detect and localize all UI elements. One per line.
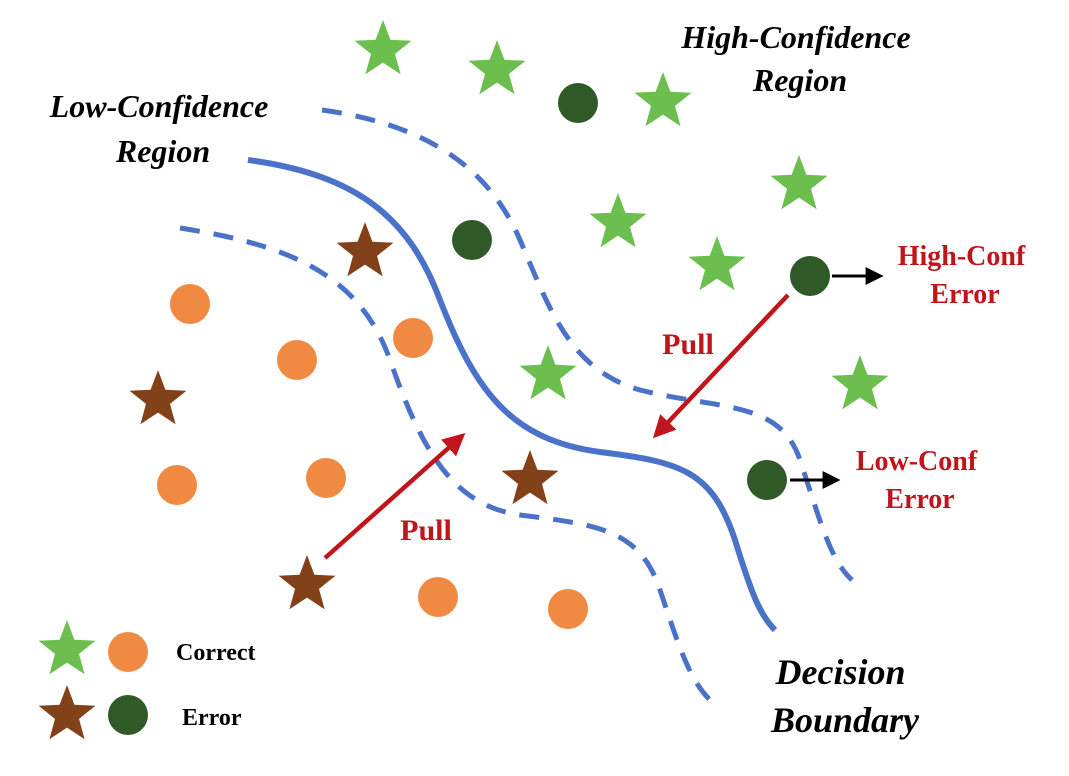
low-conf-error-line1: Low-Conf [856,446,978,477]
decision-boundary-line2: Boundary [770,700,920,740]
green-star-correct [589,193,647,248]
high-conf-error-line1: High-Conf [898,241,1026,272]
legend: Correct Error [38,620,256,740]
brown-star-error [501,450,559,505]
low-conf-error-line2: Error [885,484,954,515]
orange-circle-correct [393,318,433,358]
dark-green-circle-error [558,83,598,123]
low-confidence-region-label: Low-Confidence Region [49,88,277,169]
lower-confidence-contour [179,225,712,702]
high-confidence-region-line2: Region [752,62,847,98]
green-star-correct [354,20,412,75]
high-confidence-region-line1: High-Confidence [680,19,910,55]
brown-star-error [336,222,394,277]
dark-green-circle-error [747,460,787,500]
legend-markers [38,620,148,740]
high-conf-error-line2: Error [930,279,999,310]
legend-brown-star [38,685,96,740]
pull-arrow-upper [652,293,790,439]
pull-label-upper: Pull [662,328,714,361]
orange-circle-correct [306,458,346,498]
low-confidence-region-line2: Region [115,133,210,169]
legend-orange-circle [108,632,148,672]
low-confidence-region-line1: Low-Confidence [49,88,269,124]
decision-boundary-line1: Decision [775,652,906,692]
green-star-correct [634,72,692,127]
orange-circle-correct [157,465,197,505]
legend-green-star [38,620,96,675]
green-star-correct [770,155,828,210]
dark-green-circle-error [452,220,492,260]
high-confidence-region-label: High-Confidence Region [680,19,918,98]
orange-circle-correct [418,577,458,617]
brown-star-error [129,370,187,425]
markers-layer [129,20,889,629]
pull-arrow-lower [323,433,466,560]
legend-correct-label: Correct [176,640,256,666]
pull-label-lower: Pull [400,514,452,547]
decision-boundary-label: Decision Boundary [770,652,920,740]
orange-circle-correct [277,340,317,380]
orange-circle-correct [170,284,210,324]
green-star-correct [831,355,889,410]
orange-circle-correct [548,589,588,629]
legend-dark-green-circle [108,695,148,735]
decision-boundary-line [247,157,778,633]
legend-error-label: Error [182,705,242,731]
low-conf-error-label: Low-Conf Error [856,446,984,515]
dark-green-circle-error [790,256,830,296]
upper-confidence-contour [321,107,854,582]
high-conf-error-label: High-Conf Error [898,241,1033,310]
green-star-correct [519,345,577,400]
green-star-correct [688,236,746,291]
brown-star-error [278,555,336,610]
green-star-correct [468,40,526,95]
